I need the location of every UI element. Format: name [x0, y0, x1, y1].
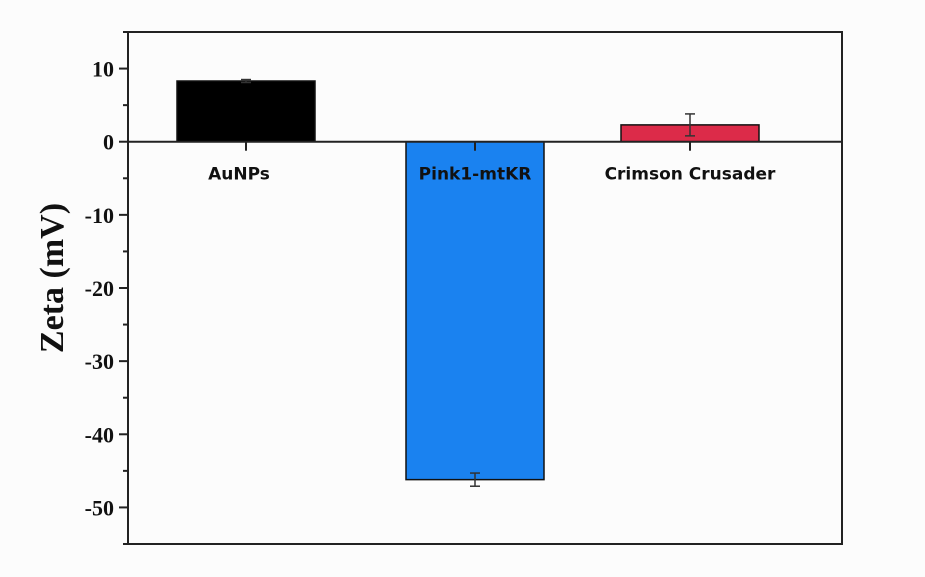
y-axis-label: Zeta (mV) — [34, 203, 71, 353]
y-tick-label: -20 — [85, 276, 114, 301]
category-label: Pink1-mtKR — [419, 165, 532, 185]
y-tick-label: -10 — [85, 203, 114, 228]
bar-aunps — [176, 80, 316, 143]
y-tick-label: 10 — [92, 57, 114, 82]
bar-pink1-mtkr — [405, 140, 545, 481]
category-label: AuNPs — [208, 165, 270, 185]
y-tick-label: -50 — [85, 495, 114, 520]
y-tick-label: 0 — [103, 130, 114, 155]
category-label: Crimson Crusader — [605, 165, 776, 185]
y-tick-label: -40 — [85, 422, 114, 447]
y-tick-label: -30 — [85, 349, 114, 374]
